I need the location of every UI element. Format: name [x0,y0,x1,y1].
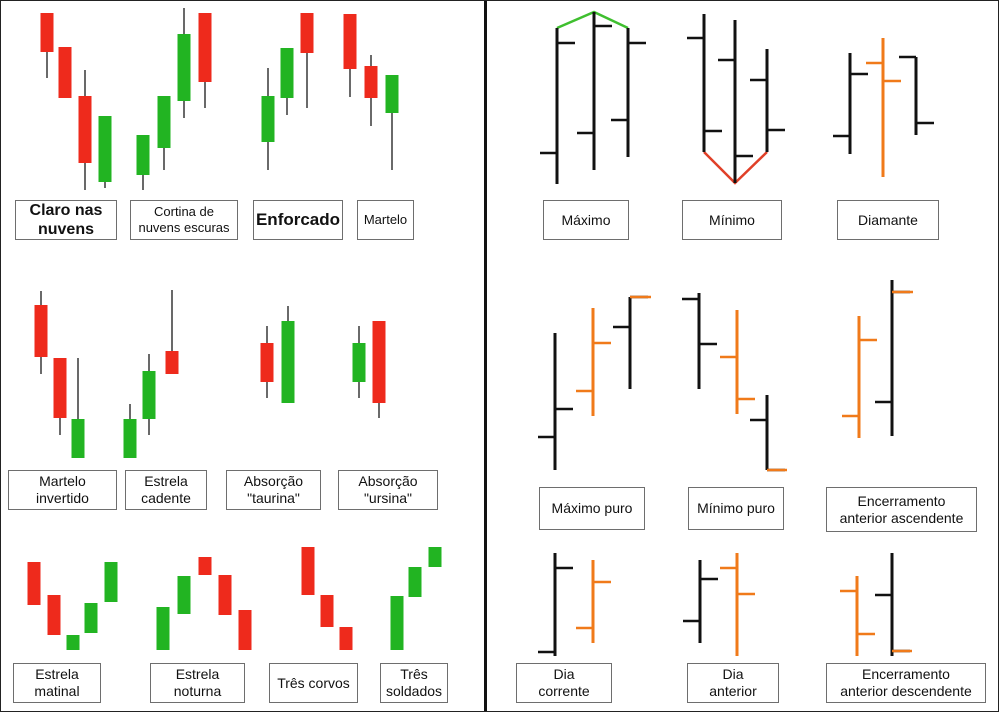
bar-pattern-label-minimo: Mínimo [682,200,782,240]
ts-c1-body [390,596,404,650]
en-c1-body [156,607,170,650]
bar-pattern-label-maximo: Máximo [543,200,629,240]
cortina-c4-body [198,13,212,82]
candle-pattern-label-cortina: Cortina de nuvens escuras [130,200,238,240]
tc-c2-body [320,595,334,627]
en-c4-body [218,575,232,615]
mi-c2-body [53,358,67,418]
bar-pattern-label-dia-corrente: Dia corrente [516,663,612,703]
ec-c3-body [165,351,179,374]
claro-c4-body [98,116,112,182]
bar-pattern-label-enc-asc: Encerramento anterior ascendente [826,487,977,532]
cortina-c1-body [136,135,150,175]
candle-pattern-label-martelo-invertido: Martelo invertido [8,470,117,510]
bar-pattern-label-minimo-puro: Mínimo puro [688,487,784,530]
candle-pattern-label-estrela-noturna: Estrela noturna [150,663,245,703]
candle-pattern-label-tres-corvos: Três corvos [269,663,358,703]
candle-pattern-label-tres-soldados: Três soldados [380,663,448,703]
ec-c1-body [123,419,137,458]
cortina-c2-body [157,96,171,148]
en-c2-body [177,576,191,614]
at-c1-body [260,343,274,382]
em-c5-body [104,562,118,602]
ts-c3-body [428,547,442,567]
em-c3-body [66,635,80,650]
claro-c2-body [58,47,72,98]
tc-c3-body [339,627,353,650]
mi-c3-body [71,419,85,458]
enforcado-c2-body [280,48,294,98]
section-divider [484,0,487,712]
claro-c1-body [40,13,54,52]
ec-c2-body [142,371,156,419]
au-c2-body [372,321,386,403]
bar-pattern-label-maximo-puro: Máximo puro [539,487,645,530]
bar-pattern-label-diamante: Diamante [837,200,939,240]
candle-pattern-label-estrela-cadente: Estrela cadente [125,470,207,510]
candle-pattern-label-enforcado: Enforcado [253,200,343,240]
tc-c1-body [301,547,315,595]
em-c2-body [47,595,61,635]
candle-pattern-label-absorcao-taurina: Absorção "taurina" [226,470,321,510]
cortina-c3-body [177,34,191,101]
bar-pattern-label-dia-anterior: Dia anterior [687,663,779,703]
martelo-c3-body [385,75,399,113]
at-c2-body [281,321,295,403]
claro-c3-body [78,96,92,163]
ts-c2-body [408,567,422,597]
en-c3-body [198,557,212,575]
bar-pattern-label-enc-desc: Encerramento anterior descendente [826,663,986,703]
candle-pattern-label-claro: Claro nas nuvens [15,200,117,240]
en-c5-body [238,610,252,650]
candle-pattern-label-absorcao-ursina: Absorção "ursina" [338,470,438,510]
em-c4-body [84,603,98,633]
candle-pattern-label-martelo: Martelo [357,200,414,240]
enforcado-c1-body [261,96,275,142]
em-c1-body [27,562,41,605]
martelo-c2-body [364,66,378,98]
au-c1-body [352,343,366,382]
enforcado-c3-body [300,13,314,53]
mi-c1-body [34,305,48,357]
martelo-c1-body [343,14,357,69]
candle-pattern-label-estrela-matinal: Estrela matinal [13,663,101,703]
